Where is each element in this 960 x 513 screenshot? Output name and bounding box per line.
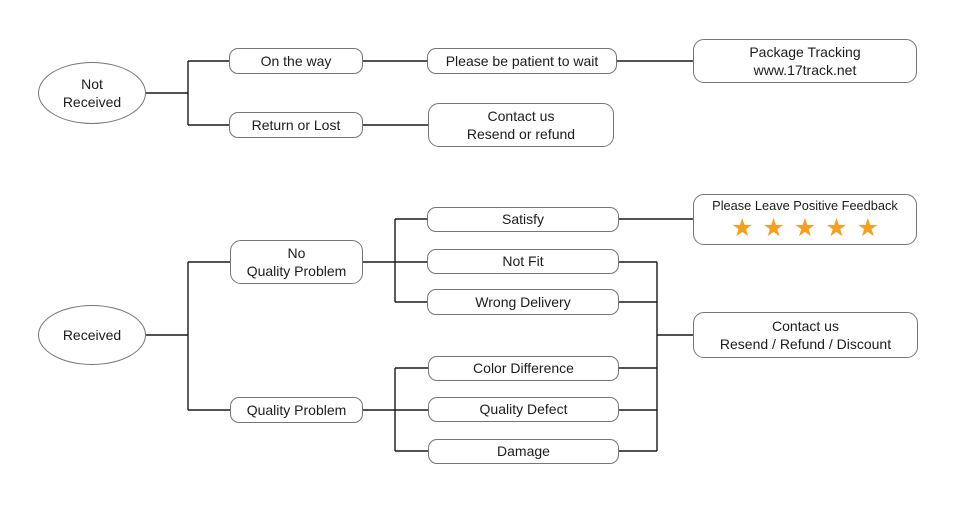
node-return-or-lost: Return or Lost: [229, 112, 363, 138]
node-contact-resend-refund: Contact us Resend or refund: [428, 103, 614, 147]
node-positive-feedback: Please Leave Positive Feedback ★★★★★: [693, 194, 917, 245]
star-rating-icons: ★★★★★: [730, 213, 889, 242]
node-satisfy: Satisfy: [427, 207, 619, 232]
node-please-be-patient: Please be patient to wait: [427, 48, 617, 74]
node-color-difference: Color Difference: [428, 356, 619, 381]
node-not-fit: Not Fit: [427, 249, 619, 274]
node-wrong-delivery: Wrong Delivery: [427, 289, 619, 315]
positive-feedback-label: Please Leave Positive Feedback: [712, 198, 898, 214]
node-no-quality-problem: No Quality Problem: [230, 240, 363, 284]
node-package-tracking: Package Tracking www.17track.net: [693, 39, 917, 83]
node-received: Received: [38, 305, 146, 365]
node-damage: Damage: [428, 439, 619, 464]
node-contact-resend-refund-discount: Contact us Resend / Refund / Discount: [693, 312, 918, 358]
node-quality-problem: Quality Problem: [230, 397, 363, 423]
node-on-the-way: On the way: [229, 48, 363, 74]
node-not-received: Not Received: [38, 62, 146, 124]
node-quality-defect: Quality Defect: [428, 397, 619, 422]
